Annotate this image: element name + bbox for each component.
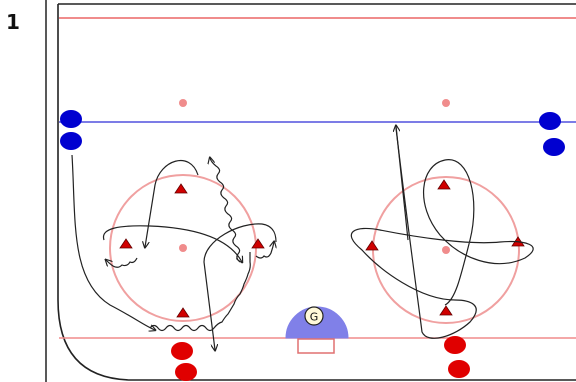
- player-puck-icon: [60, 110, 82, 128]
- skating-path-icon: [145, 159, 199, 247]
- player-puck-icon: [543, 138, 565, 156]
- skating-path-icon: [103, 225, 242, 262]
- puck-carry-path-icon: [210, 158, 241, 263]
- puck-carry-path-icon: [255, 242, 274, 259]
- neutral-zone-dot: [179, 99, 187, 107]
- skating-path-icon: [350, 127, 534, 339]
- cone-icon: [437, 179, 451, 190]
- skating-path-icon: [203, 223, 277, 350]
- cone-icon: [439, 305, 453, 316]
- cone-icon: [176, 307, 190, 318]
- goal-net: [297, 338, 335, 354]
- player-puck-icon: [171, 342, 193, 360]
- drill-number: 1: [6, 10, 20, 34]
- player-puck-icon: [60, 132, 82, 150]
- faceoff-dot-right: [442, 246, 450, 254]
- cone-icon: [174, 183, 188, 194]
- player-puck-icon: [175, 363, 197, 381]
- goalie-label: G: [310, 311, 319, 324]
- cone-icon: [119, 238, 133, 249]
- neutral-zone-dot: [442, 99, 450, 107]
- player-puck-icon: [539, 112, 561, 130]
- cone-icon: [251, 238, 265, 249]
- faceoff-dot-left: [179, 244, 187, 252]
- rink-boards: [57, 3, 576, 381]
- goalie-icon: [304, 306, 324, 326]
- cone-icon: [365, 240, 379, 251]
- puck-carry-path-icon: [149, 252, 251, 332]
- puck-carry-path-icon: [106, 257, 138, 268]
- player-puck-icon: [448, 360, 470, 378]
- skating-path-icon: [71, 154, 155, 330]
- arrow-icon: [396, 126, 409, 241]
- player-puck-icon: [444, 336, 466, 354]
